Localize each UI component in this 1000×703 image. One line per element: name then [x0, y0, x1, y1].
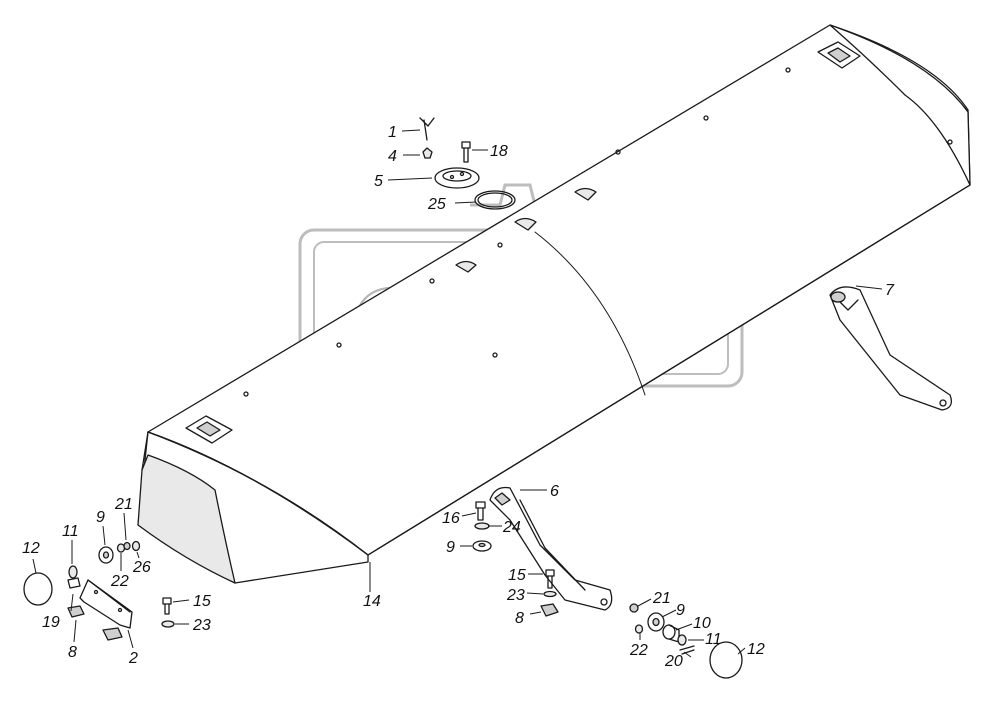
casing-edge — [141, 431, 149, 471]
clip-8-mid-icon — [540, 603, 559, 617]
callout-23-mid: 23 — [506, 587, 525, 604]
vent-pipe-icon — [419, 117, 435, 141]
callout-11-right: 11 — [705, 631, 722, 648]
callout-22-right: 22 — [629, 642, 648, 659]
callout-4: 4 — [388, 148, 397, 165]
callout-9-mid: 9 — [446, 539, 455, 556]
bolt-holes — [243, 67, 953, 397]
callout-6: 6 — [550, 483, 559, 500]
callout-25: 25 — [427, 196, 446, 213]
nut-icon — [422, 147, 433, 159]
cover-12-right-icon — [709, 641, 743, 679]
casing-ridge — [147, 184, 971, 556]
clip-8-bracket-icon — [102, 627, 123, 641]
bolt-18-icon — [461, 141, 471, 163]
o-ring-icon — [474, 190, 516, 210]
spacer-10-icon — [662, 624, 680, 643]
washer-24-icon — [474, 522, 490, 530]
callout-8-mid: 8 — [515, 610, 524, 627]
bolt-16-icon — [475, 501, 486, 521]
top-boss-2 — [514, 217, 537, 231]
main-casing — [137, 24, 971, 584]
top-boss-1 — [574, 187, 597, 201]
hidden-edge — [534, 231, 646, 396]
bracket-7 — [829, 286, 953, 411]
washer-11-right-icon — [677, 634, 687, 646]
callout-8-left: 8 — [68, 644, 77, 661]
callout-20: 20 — [664, 653, 683, 670]
callout-7: 7 — [885, 282, 895, 299]
clip-8-left-icon — [67, 605, 85, 618]
bolt-15-left-icon — [162, 597, 172, 615]
callout-21-left: 21 — [114, 496, 133, 513]
washer-22-right-icon — [634, 624, 644, 634]
callout-12-right: 12 — [747, 641, 765, 658]
nut-21-right-icon — [629, 603, 639, 613]
hatch-right — [817, 41, 861, 69]
cover-12-left-icon — [23, 572, 53, 606]
top-boss-3 — [455, 260, 477, 273]
casing-left-end — [137, 454, 236, 584]
washer-23-left-icon — [161, 620, 175, 628]
callout-9-right: 9 — [676, 602, 685, 619]
nut-21-left-icon — [123, 541, 131, 551]
callout-26: 26 — [132, 559, 151, 576]
callout-2: 2 — [128, 650, 138, 667]
cushion-9-mid-icon — [472, 540, 492, 552]
callout-21-right: 21 — [652, 590, 671, 607]
bolt-15-mid-icon — [545, 569, 555, 589]
callout-15-left: 15 — [193, 593, 211, 610]
washer-23-mid-icon — [543, 590, 557, 598]
hatch-left — [185, 415, 233, 444]
callout-22-left: 22 — [110, 573, 129, 590]
callout-12-left: 12 — [22, 540, 40, 557]
bracket-2 — [79, 579, 133, 629]
callout-19: 19 — [42, 614, 60, 631]
callout-24: 24 — [502, 519, 521, 536]
leader-lines — [32, 129, 883, 658]
callout-15-mid: 15 — [508, 567, 526, 584]
callout-16: 16 — [442, 510, 460, 527]
callout-14: 14 — [363, 593, 381, 610]
callout-9-left: 9 — [96, 509, 105, 526]
filler-cap-icon — [434, 167, 480, 189]
filler-assembly — [419, 117, 516, 210]
callout-11-left: 11 — [62, 523, 79, 540]
callout-23-left: 23 — [192, 617, 211, 634]
callout-18: 18 — [490, 143, 508, 160]
washer-11-left-icon — [68, 565, 78, 579]
screw-19-icon — [67, 577, 81, 589]
callout-1: 1 — [388, 124, 397, 141]
cushion-9-right-icon — [647, 612, 665, 632]
callout-5: 5 — [374, 173, 383, 190]
callout-labels: 1 4 18 5 25 7 6 16 24 9 15 23 8 21 9 22 … — [22, 124, 895, 670]
bracket-6 — [489, 486, 613, 611]
casing-right-end — [829, 24, 971, 186]
cushion-9-left-icon — [98, 546, 114, 564]
callout-10: 10 — [693, 615, 711, 632]
washer-26-icon — [131, 540, 141, 552]
screw-20-icon — [679, 645, 695, 655]
